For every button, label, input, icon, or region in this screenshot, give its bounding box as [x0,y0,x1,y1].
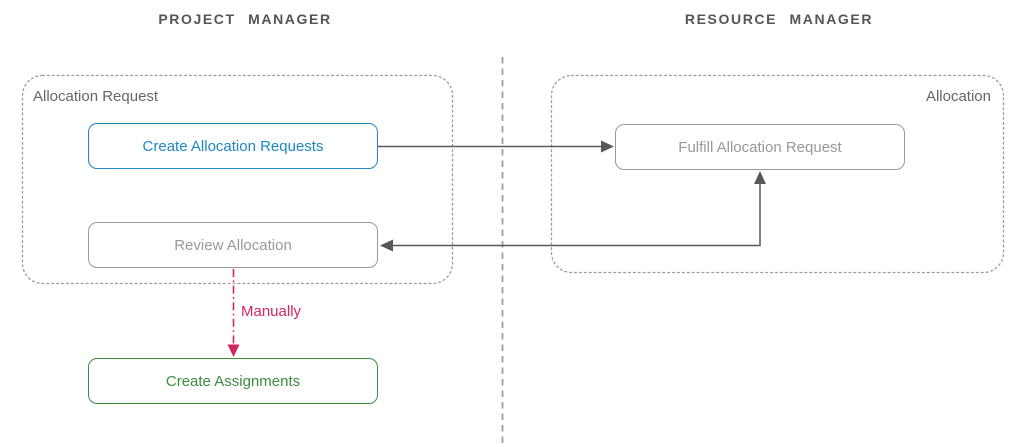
edge-create-to-fulfill [378,140,614,153]
arrowhead-up-icon [754,171,766,184]
group-allocation-label: Allocation [925,88,991,105]
group-allocation [550,74,1005,274]
node-create-assignments: Create Assignments [88,358,378,404]
edge-label-manually: Manually [241,303,302,320]
node-fulfill-allocation-request: Fulfill Allocation Request [615,124,905,170]
edge-fulfill-review [380,171,766,252]
arrowhead-right-icon [601,140,614,153]
edge-review-to-create-assignments [227,269,240,357]
node-create-allocation-requests: Create Allocation Requests [88,123,378,169]
group-allocation-request-label: Allocation Request [33,88,159,105]
arrowhead-down-icon [227,344,240,357]
lane-title-resource-manager: RESOURCE MANAGER [684,11,874,27]
node-review-allocation: Review Allocation [88,222,378,268]
arrowhead-left-icon [380,239,393,252]
lane-title-project-manager: PROJECT MANAGER [158,11,332,27]
